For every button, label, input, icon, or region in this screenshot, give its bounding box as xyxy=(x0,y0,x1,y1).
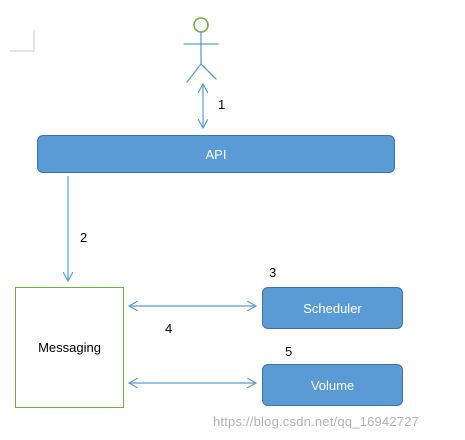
messaging-label: Messaging xyxy=(38,340,101,355)
step-1-label: 1 xyxy=(218,97,226,112)
user-actor-icon xyxy=(183,17,219,83)
api-box: API xyxy=(37,135,395,173)
watermark-text: https://blog.csdn.net/qq_16942727 xyxy=(213,414,420,429)
step-3-label: 3 xyxy=(269,265,277,280)
messaging-box: Messaging xyxy=(15,287,124,408)
corner-mark-icon xyxy=(10,30,35,52)
volume-label: Volume xyxy=(310,377,355,393)
step-5-label: 5 xyxy=(285,344,293,359)
volume-box: Volume xyxy=(262,364,403,406)
api-label: API xyxy=(205,146,227,162)
step-2-label: 2 xyxy=(80,230,88,245)
scheduler-label: Scheduler xyxy=(303,300,362,316)
scheduler-box: Scheduler xyxy=(262,287,403,329)
step-4-label: 4 xyxy=(165,321,173,336)
